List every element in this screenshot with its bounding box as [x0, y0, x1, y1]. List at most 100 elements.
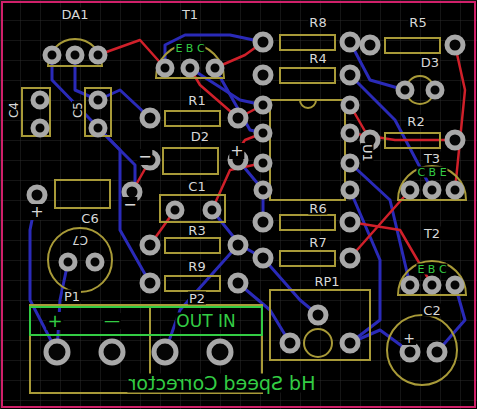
part-outline: [280, 215, 335, 230]
pad: [101, 341, 123, 363]
pad: [46, 341, 68, 363]
pad: [362, 37, 378, 53]
top-trace: [455, 45, 465, 190]
pad: [428, 83, 442, 97]
pad: [230, 275, 246, 291]
pad: [403, 183, 417, 197]
bottom-trace: [52, 55, 150, 283]
part-label: R3: [187, 224, 206, 237]
part-outline: [85, 88, 111, 136]
pad: [61, 255, 75, 269]
part-label: +: [46, 312, 63, 330]
pad: [33, 93, 47, 107]
pad: [158, 61, 172, 75]
pad: [230, 110, 246, 126]
pad: [256, 98, 270, 112]
pad: [142, 237, 158, 253]
pad: [310, 307, 326, 323]
part-outline: [165, 276, 220, 291]
pad: [255, 250, 271, 266]
pad: [205, 203, 219, 217]
pad: [403, 278, 417, 292]
part-label: —: [103, 313, 121, 329]
connector-marking: [30, 307, 262, 335]
pad: [45, 48, 59, 62]
pad: [154, 341, 176, 363]
part-label: +: [229, 143, 244, 159]
pad: [183, 61, 197, 75]
part-label: E B C: [416, 264, 447, 275]
part-outline: [48, 228, 112, 292]
pad: [33, 121, 47, 135]
pad: [256, 126, 270, 140]
pad: [343, 183, 357, 197]
pad: [342, 335, 358, 351]
part-outline: [385, 133, 440, 148]
part-label: −: [122, 197, 137, 213]
part-label: R1: [187, 94, 206, 107]
part-outline: [165, 238, 220, 253]
part-outline: [163, 148, 218, 174]
pad: [343, 156, 357, 170]
pad: [425, 183, 439, 197]
pad: [29, 187, 45, 203]
part-label: OUT IN: [175, 313, 236, 330]
part-label: D2: [190, 130, 210, 143]
part-label: R2: [406, 115, 425, 128]
top-trace: [98, 40, 165, 68]
transistor-outline: [398, 166, 466, 200]
part-label: E B C: [174, 43, 205, 54]
pad: [425, 278, 439, 292]
pad: [91, 121, 105, 135]
part-label: DA1: [61, 8, 90, 21]
pad: [255, 214, 271, 230]
pad: [343, 98, 357, 112]
pad: [402, 344, 418, 360]
part-outline: [270, 290, 370, 360]
part-label: C7: [71, 234, 89, 246]
part-outline: [385, 38, 440, 53]
part-label: C5: [72, 101, 84, 119]
part-label: R7: [308, 236, 327, 249]
pad: [255, 67, 271, 83]
part-label: T1: [181, 8, 199, 21]
pad: [88, 255, 102, 269]
pad: [448, 278, 462, 292]
part-outline: [22, 88, 50, 136]
part-outline: [165, 111, 220, 126]
pad: [342, 34, 358, 50]
part-outline: [160, 195, 225, 222]
part-outline: [304, 329, 332, 357]
part-label: C2: [422, 304, 441, 317]
part-label: T2: [423, 227, 441, 240]
part-label: T3: [423, 152, 441, 165]
transistor-outline: [398, 261, 466, 295]
pad: [255, 34, 271, 50]
part-label: RP1: [313, 275, 340, 288]
pad: [91, 48, 105, 62]
part-outline: [280, 35, 335, 50]
part-outline: [270, 100, 345, 200]
part-outline: [280, 68, 335, 83]
part-label: R6: [308, 202, 327, 215]
pad: [447, 132, 463, 148]
part-label: −: [137, 149, 152, 165]
part-label: C6: [80, 212, 99, 225]
part-label: C4: [8, 101, 20, 119]
pad: [282, 335, 298, 351]
part-label: Hd Speed Corrector: [128, 374, 317, 393]
part-outline: [280, 251, 335, 266]
part-label: R5: [408, 16, 427, 29]
part-label: R9: [187, 260, 206, 273]
pad: [342, 67, 358, 83]
pad: [256, 183, 270, 197]
pad: [447, 37, 463, 53]
pad: [448, 183, 462, 197]
part-label: R4: [308, 52, 327, 65]
part-label: U1: [361, 143, 374, 163]
silkscreen: [22, 35, 466, 385]
part-label: +: [29, 204, 44, 220]
pad: [230, 237, 246, 253]
pad: [208, 61, 222, 75]
